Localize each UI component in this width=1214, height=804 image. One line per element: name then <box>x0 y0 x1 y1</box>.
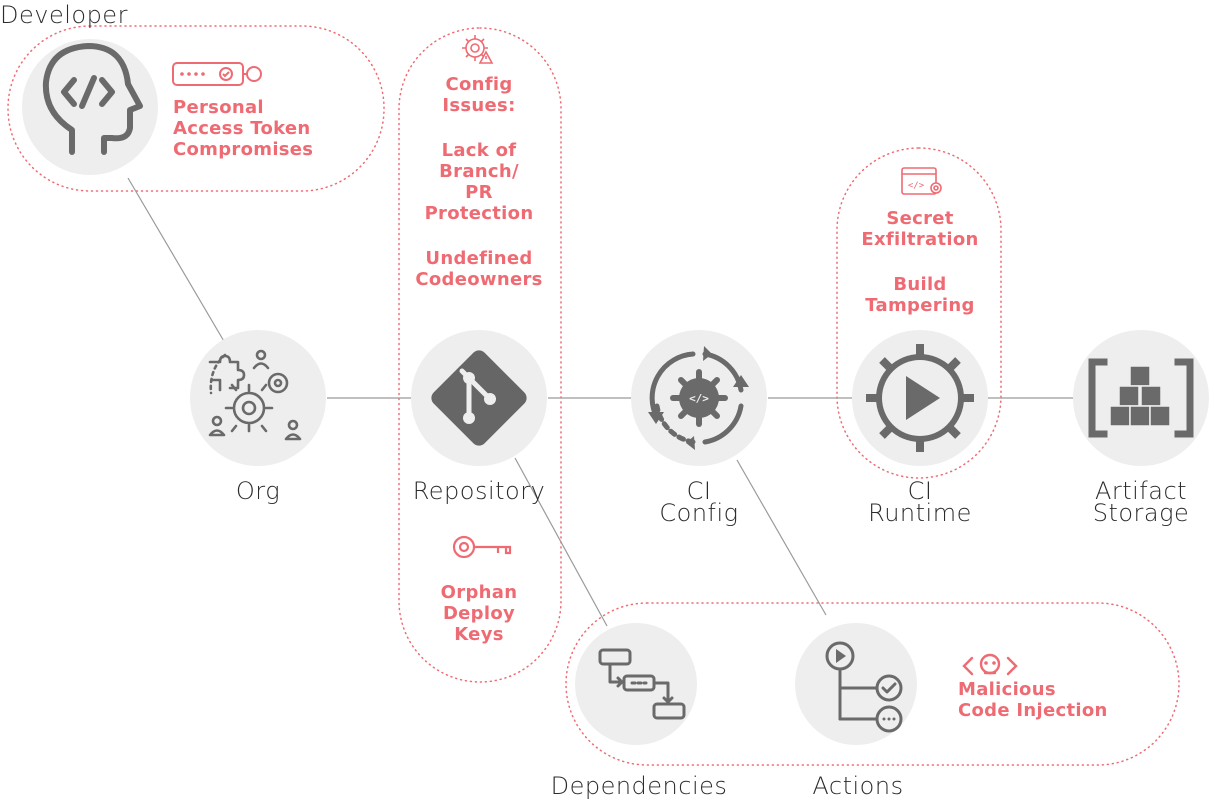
repository-risk-zone <box>398 27 562 683</box>
code-window-gear-icon: </> <box>901 167 942 195</box>
code-injection-risk: Malicious Code Injection <box>958 679 1108 721</box>
secret-exfiltration-risk: Secret Exfiltration <box>861 208 979 250</box>
token-icon <box>172 62 262 86</box>
actions-label: Actions <box>812 772 904 800</box>
edge-repository-dependencies <box>514 457 608 627</box>
dependencies-flow-icon <box>598 648 686 720</box>
deploy-keys-risk: Orphan Deploy Keys <box>440 582 518 645</box>
ci-runtime-play-gear-icon <box>866 344 974 452</box>
ci-runtime-label: CI Runtime <box>868 477 972 527</box>
gear-warning-icon <box>462 35 494 64</box>
edge-ciconfig-actions <box>736 459 827 616</box>
codeowners-risk: Undefined Codeowners <box>415 248 543 290</box>
skull-code-icon <box>962 653 1018 676</box>
repository-label: Repository <box>412 477 546 505</box>
edge-developer-org <box>127 177 226 344</box>
artifact-cubes-icon <box>1088 358 1194 438</box>
actions-node <box>795 623 917 745</box>
git-icon <box>431 350 527 446</box>
developer-risk-zone <box>7 25 385 192</box>
build-tampering-risk: Build Tampering <box>865 274 975 316</box>
svg-text:</>: </> <box>689 392 709 405</box>
actions-workflow-icon <box>825 641 903 733</box>
ci-config-cycle-icon: </> <box>648 346 749 450</box>
org-gears-icon <box>208 349 302 441</box>
dependencies-risk-zone <box>565 602 1180 766</box>
developer-label: Developer <box>0 1 128 29</box>
svg-text:</>: </> <box>908 181 925 191</box>
dependencies-label: Dependencies <box>550 772 728 800</box>
branch-protection-risk: Lack of Branch/ PR Protection <box>424 140 534 224</box>
config-issues-risk: Config Issues: <box>442 74 516 116</box>
artifact-storage-label: Artifact Storage <box>1092 477 1190 527</box>
ci-config-label: CI Config <box>659 477 739 527</box>
org-node <box>190 330 326 466</box>
key-icon <box>452 535 512 559</box>
developer-head-icon <box>42 43 143 155</box>
org-label: Org <box>235 477 281 505</box>
pat-compromise-risk: Personal Access Token Compromises <box>173 97 314 160</box>
runtime-risk-zone <box>836 147 1002 479</box>
